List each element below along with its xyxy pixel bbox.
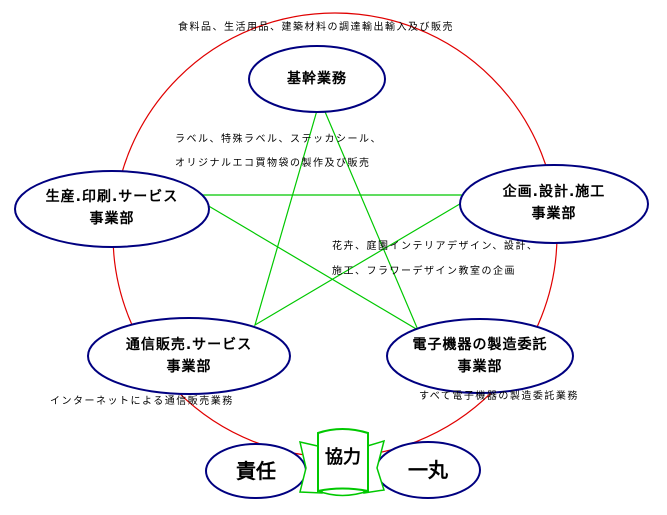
electronics-node-label: 電子機器の製造委託 事業部 (387, 334, 573, 378)
electronics-node-ellipse (386, 318, 574, 394)
caption-design-line2: 施工、フラワーデザイン教室の企画 (332, 266, 516, 277)
caption-electronics: すべて電子機器の製造委託業務 (419, 391, 579, 402)
mail-order-node-label: 通信販売.サービス 事業部 (88, 334, 290, 378)
slogan-unity: 一丸 (408, 458, 448, 482)
mail-order-node-ellipse (87, 317, 291, 395)
caption-top: 食料品、生活用品、建築材料の調達輸出輸入及び販売 (178, 22, 454, 33)
production-node-ellipse (14, 170, 210, 248)
slogan-responsibility: 責任 (236, 459, 276, 483)
mail-order-node-subtitle: 事業部 (166, 359, 212, 375)
core-node-ellipse (248, 45, 386, 113)
production-node-subtitle: 事業部 (89, 211, 135, 227)
electronics-node-title: 電子機器の製造委託 (412, 337, 548, 353)
slogan-cooperation: 協力 (325, 447, 361, 468)
mail-order-node-title: 通信販売.サービス (125, 337, 253, 353)
planning-node-title: 企画.設計.施工 (502, 184, 606, 200)
planning-node-label: 企画.設計.施工 事業部 (460, 181, 648, 225)
core-node-title: 基幹業務 (287, 71, 347, 87)
production-node-label: 生産.印刷.サービス 事業部 (15, 186, 209, 230)
planning-node-ellipse (459, 164, 649, 244)
electronics-node-subtitle: 事業部 (457, 359, 503, 375)
core-node-label: 基幹業務 (249, 68, 385, 90)
planning-node-subtitle: 事業部 (531, 206, 577, 222)
pentagram (187, 98, 478, 332)
cooperation-banner (299, 428, 386, 497)
production-node-title: 生産.印刷.サービス (45, 189, 179, 205)
caption-internet: インターネットによる通信販売業務 (50, 396, 234, 407)
caption-labels-line2: オリジナルエコ買物袋の製作及び販売 (175, 158, 371, 169)
caption-labels-line1: ラベル、特殊ラベル、ステッカシール、 (175, 134, 382, 145)
caption-design-line1: 花卉、庭園インテリアデザイン、設計、 (332, 241, 539, 252)
